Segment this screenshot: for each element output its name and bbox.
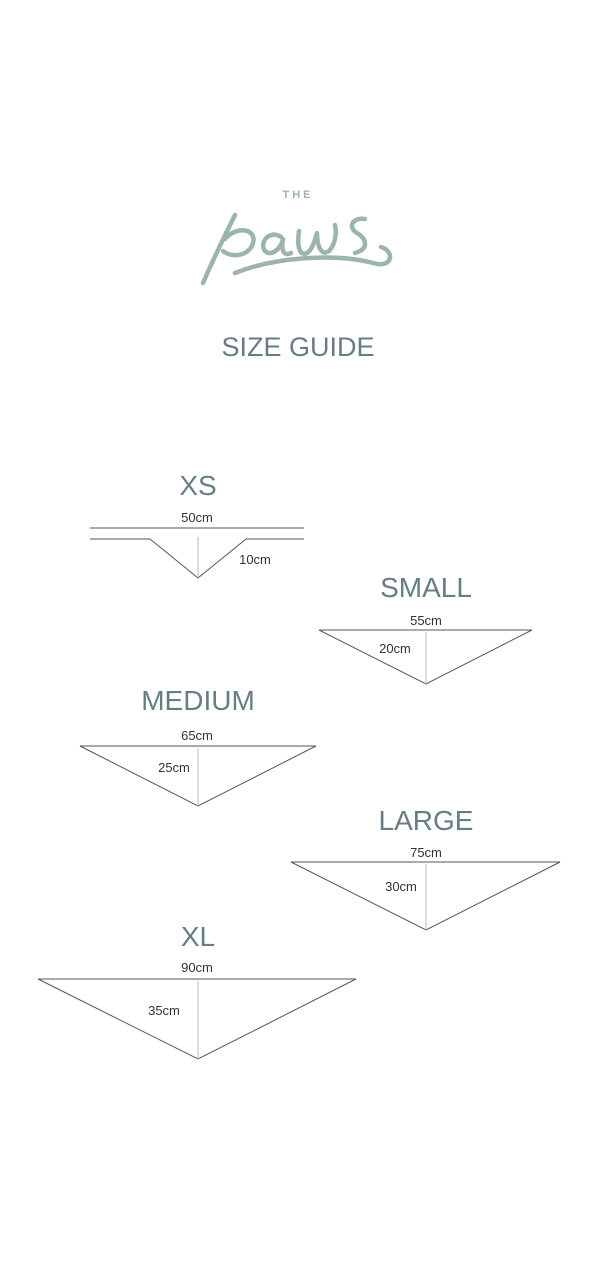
width-label-xl: 90cm	[181, 960, 213, 975]
depth-label-medium: 25cm	[158, 760, 190, 775]
size-heading-xs: XS	[179, 470, 217, 501]
paws-logo-icon	[200, 212, 393, 286]
xs-bandana-diagram	[90, 527, 304, 579]
size-heading-small: SMALL	[380, 572, 472, 603]
width-label-large: 75cm	[410, 845, 442, 860]
depth-label-xl: 35cm	[148, 1003, 180, 1018]
depth-label-large: 30cm	[385, 879, 417, 894]
width-label-medium: 65cm	[181, 728, 213, 743]
size-heading-xl: XL	[180, 921, 216, 952]
depth-label-small: 20cm	[379, 641, 411, 656]
size-heading-medium: MEDIUM	[141, 685, 255, 716]
width-label-xs: 50cm	[181, 510, 213, 525]
width-label-small: 55cm	[410, 613, 442, 628]
size-heading-large: LARGE	[378, 805, 474, 836]
depth-label-xs: 10cm	[239, 552, 271, 567]
xl-bandana-diagram	[37, 978, 357, 1060]
medium-bandana-diagram	[79, 745, 317, 807]
logo-small-text: THE	[282, 189, 314, 201]
small-bandana-diagram	[318, 629, 533, 685]
large-bandana-diagram	[290, 861, 561, 931]
page-title: SIZE GUIDE	[221, 332, 375, 362]
